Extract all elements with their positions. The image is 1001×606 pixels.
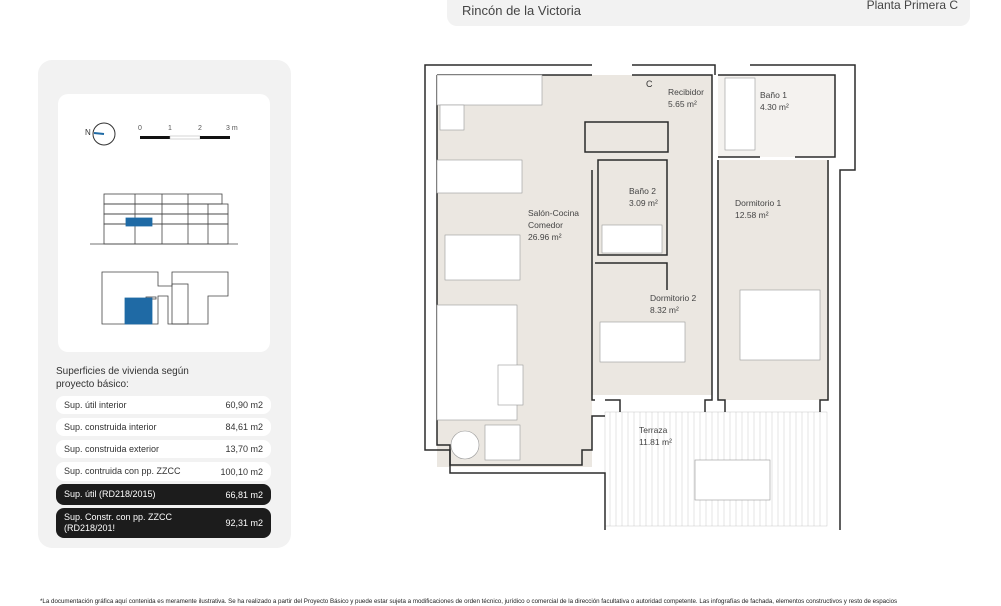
svg-text:1: 1	[168, 125, 172, 132]
room-area: 11.81 m²	[639, 437, 672, 447]
location-label: Rincón de la Victoria	[462, 3, 581, 18]
location-card: N 0 1 2 3 m	[58, 94, 270, 352]
svg-text:0: 0	[138, 125, 142, 132]
elevation-diagram	[90, 193, 238, 245]
surfaces-title: Superficies de vivienda según proyecto b…	[56, 366, 189, 390]
surface-row-highlight: Sup. Constr. con pp. ZZCC (RD218/201!92,…	[56, 508, 271, 538]
unit-label: Planta Primera C	[866, 0, 958, 12]
room-area: 8.32 m²	[650, 305, 679, 315]
room-name: Salón-Cocina	[528, 208, 579, 218]
scale-bar: 0 1 2 3 m	[138, 125, 238, 140]
svg-text:N: N	[85, 128, 91, 137]
furniture	[436, 74, 821, 501]
floor-plan: C Recibidor 5.65 m² Baño 1 4.30 m² Baño …	[424, 64, 856, 530]
room-name: Dormitorio 1	[735, 198, 782, 208]
room-area: 3.09 m²	[629, 198, 658, 208]
room-area: 26.96 m²	[528, 232, 562, 242]
info-panel: N 0 1 2 3 m	[38, 60, 291, 548]
header-bar: Rincón de la Victoria Planta Primera C	[447, 0, 970, 26]
north-compass-icon: N	[85, 122, 116, 146]
room-name: Dormitorio 2	[650, 293, 697, 303]
room-area: 4.30 m²	[760, 102, 789, 112]
room-labels: Recibidor 5.65 m² Baño 1 4.30 m² Baño 2 …	[528, 87, 789, 447]
room-name: Recibidor	[668, 87, 704, 97]
room-name: Baño 2	[629, 186, 656, 196]
floor-key-plan	[101, 271, 229, 325]
svg-text:3 m: 3 m	[226, 125, 238, 132]
svg-text:2: 2	[198, 125, 202, 132]
room-area: 5.65 m²	[668, 99, 697, 109]
room-name: Terraza	[639, 425, 668, 435]
room-name: Baño 1	[760, 90, 787, 100]
key-plan: N 0 1 2 3 m	[85, 122, 238, 325]
entry-label: C	[646, 79, 653, 89]
surface-row-highlight: Sup. útil (RD218/2015)66,81 m2	[56, 484, 271, 505]
disclaimer: *La documentación gráfica aquí contenida…	[40, 598, 898, 605]
room-name: Comedor	[528, 220, 563, 230]
room-area: 12.58 m²	[735, 210, 769, 220]
